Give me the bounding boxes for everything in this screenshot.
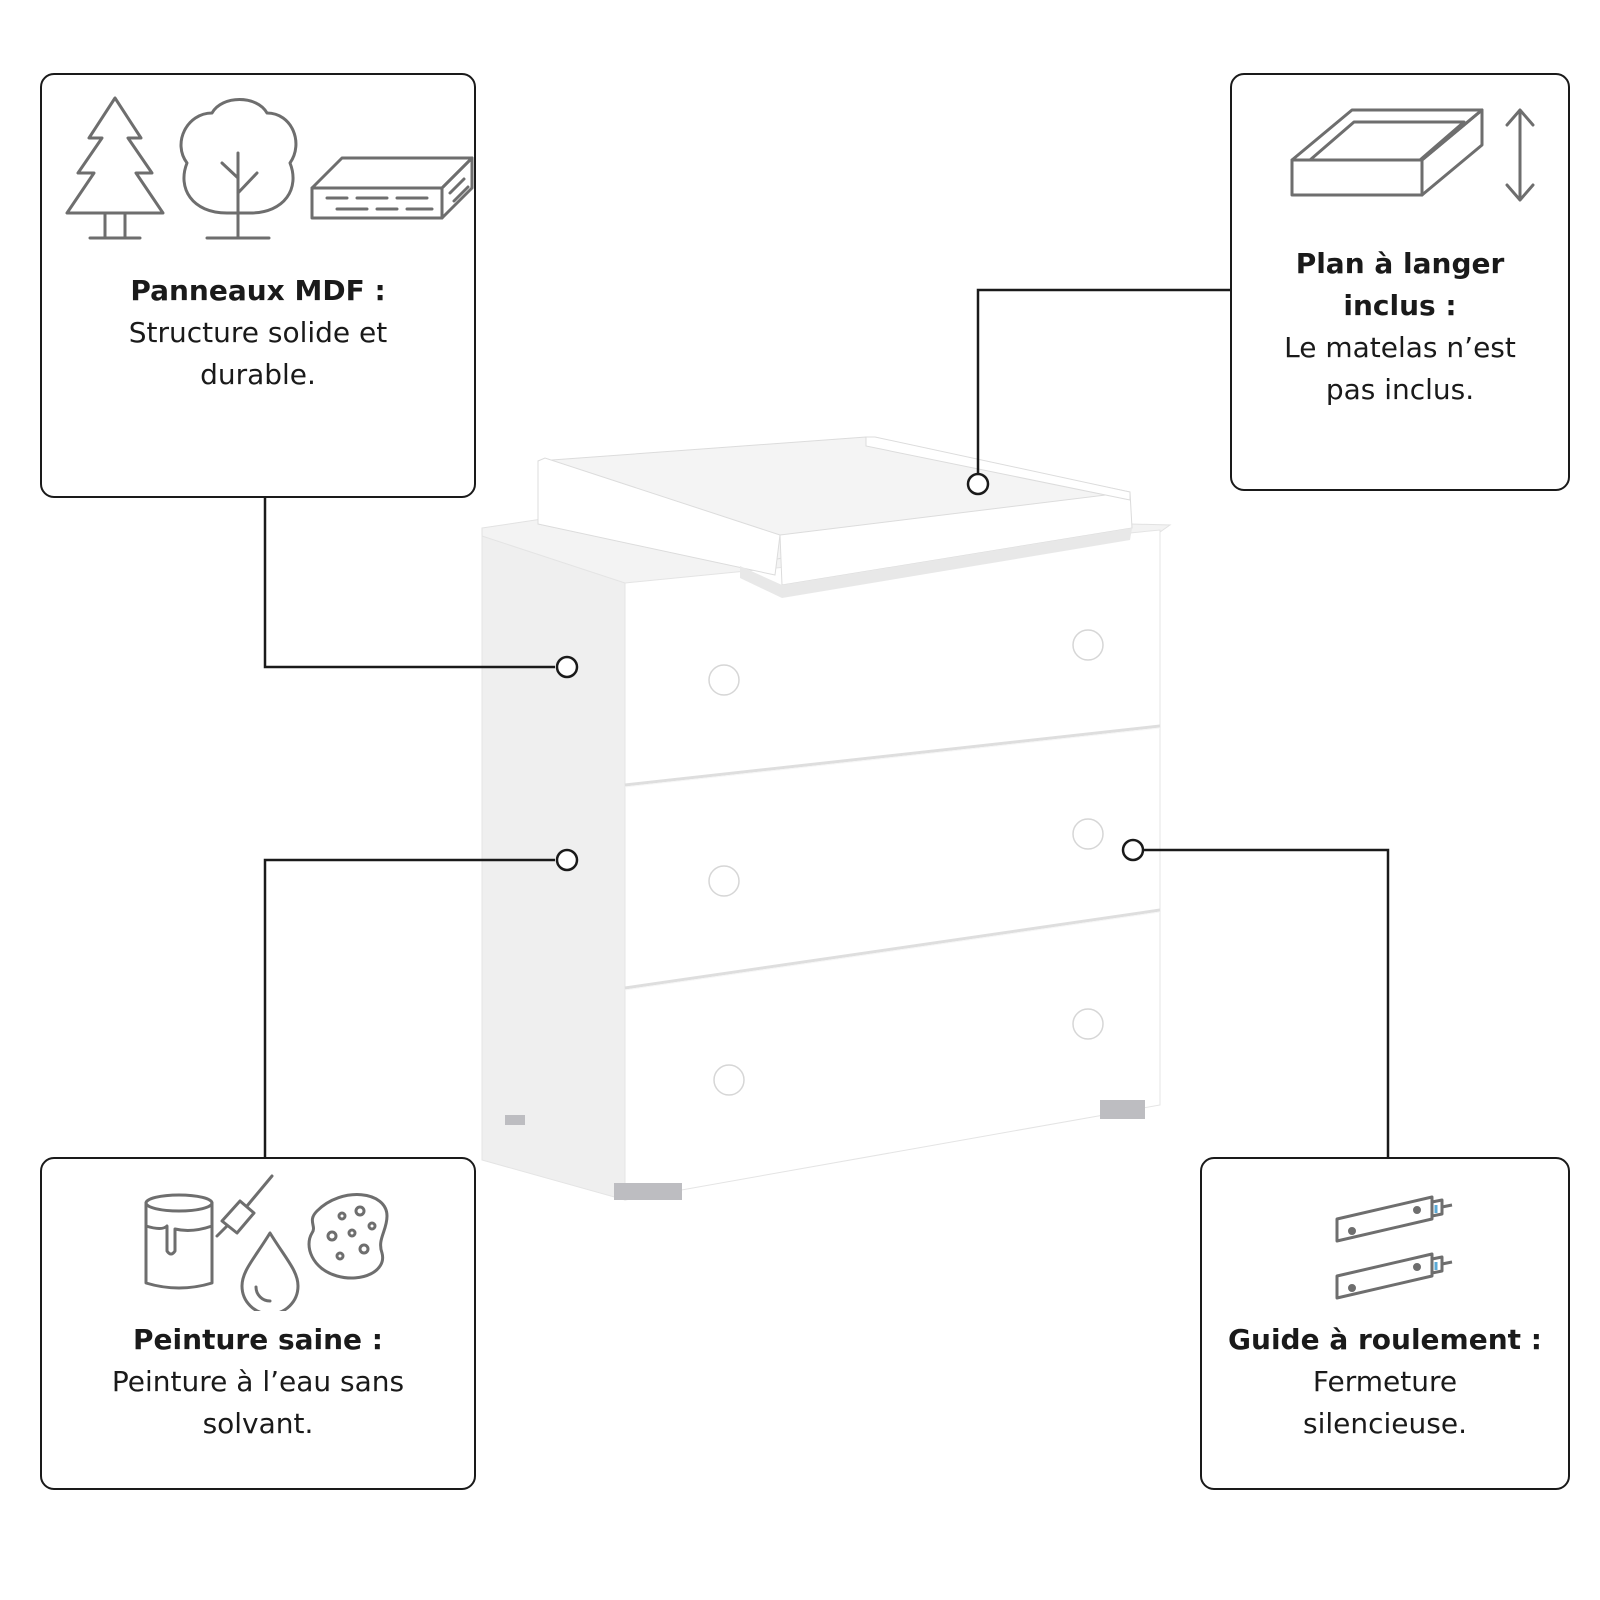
feature-description: Le matelas n’est <box>1284 331 1516 364</box>
feature-title: Panneaux MDF : <box>130 274 386 307</box>
feature-icons-mdf <box>42 93 474 243</box>
feature-description: solvant. <box>202 1407 314 1440</box>
callout-dot-plan <box>966 472 990 496</box>
feature-description: Structure solide et <box>128 316 388 349</box>
pine-tree-icon <box>65 96 165 240</box>
sponge-icon <box>307 1193 389 1280</box>
changing-tray-icon <box>1290 108 1484 197</box>
changing-tray <box>537 436 1133 598</box>
callout-dot-mdf <box>555 655 579 679</box>
vertical-arrows-icon <box>1505 108 1535 202</box>
feature-text-paint: Peinture saine : Peinture à l’eau sans s… <box>52 1319 464 1445</box>
paint-can-icon <box>144 1193 214 1290</box>
feature-title: inclus : <box>1343 289 1457 322</box>
feature-text-drawer-slides: Guide à roulement : Fermeture silencieus… <box>1212 1319 1558 1445</box>
feature-description: Fermeture <box>1312 1365 1458 1398</box>
feature-icons-drawer-slides <box>1202 1184 1568 1309</box>
feature-card-paint: Peinture saine : Peinture à l’eau sans s… <box>40 1157 476 1490</box>
feature-description: silencieuse. <box>1303 1407 1467 1440</box>
deciduous-tree-icon <box>179 98 298 240</box>
drawer-slide-icon <box>1335 1252 1453 1300</box>
changing-dresser <box>481 436 1172 1201</box>
feature-description: pas inclus. <box>1325 373 1475 406</box>
drawer-slide-icon <box>1335 1195 1453 1243</box>
drawer-knobs <box>708 629 1104 1096</box>
feature-title: Plan à langer <box>1295 247 1505 280</box>
feature-card-mdf: Panneaux MDF : Structure solide et durab… <box>40 73 476 498</box>
feature-icons-paint <box>42 1171 474 1316</box>
feature-card-drawer-slides: Guide à roulement : Fermeture silencieus… <box>1200 1157 1570 1490</box>
mdf-panel-icon <box>310 156 474 220</box>
callout-dot-paint <box>555 848 579 872</box>
feature-title: Peinture saine : <box>133 1323 383 1356</box>
feature-text-changing-top: Plan à langer inclus : Le matelas n’est … <box>1242 243 1558 411</box>
feature-icons-changing-top <box>1232 100 1568 220</box>
water-drop-icon <box>240 1231 300 1316</box>
callout-dot-slides <box>1121 838 1145 862</box>
feature-text-mdf: Panneaux MDF : Structure solide et durab… <box>52 270 464 396</box>
callout-dots <box>555 472 1145 872</box>
feature-description: durable. <box>200 358 316 391</box>
feature-card-changing-top: Plan à langer inclus : Le matelas n’est … <box>1230 73 1570 491</box>
feature-title: Guide à roulement : <box>1228 1323 1542 1356</box>
paintbrush-icon <box>215 1174 274 1238</box>
feature-description: Peinture à l’eau sans <box>111 1365 405 1398</box>
